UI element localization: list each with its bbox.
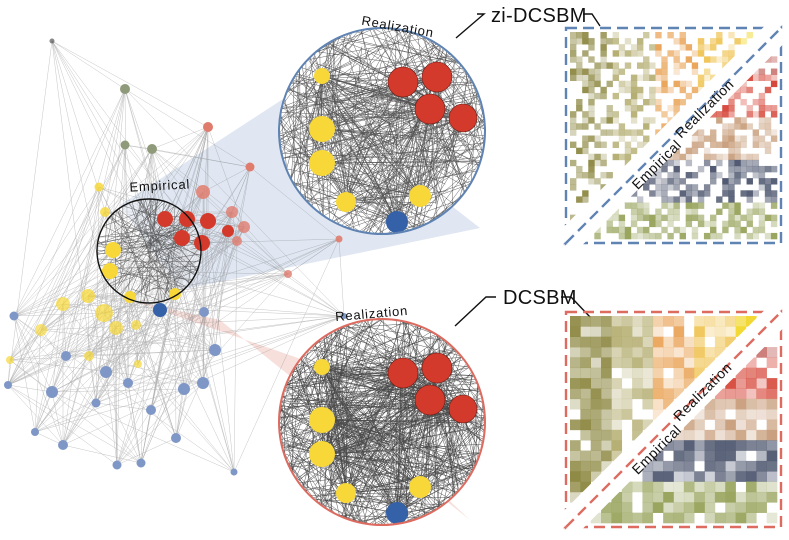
realization-node (309, 116, 335, 142)
leader-line-top-right (583, 13, 601, 27)
network-node (209, 344, 221, 356)
network-node (123, 378, 133, 388)
empirical-label: Empirical (129, 176, 190, 194)
network-node (226, 206, 238, 218)
leader-line-bottom (454, 296, 496, 327)
network-node (146, 405, 156, 415)
realization-node (336, 483, 356, 503)
realization-node (387, 357, 419, 389)
network-node (230, 468, 238, 476)
realization-node (414, 384, 446, 416)
leader-line-bottom-right (561, 296, 591, 318)
realization-node (309, 407, 335, 433)
network-node (84, 351, 94, 361)
network-node (178, 383, 190, 395)
network-node (232, 236, 242, 246)
network-node (131, 320, 141, 330)
network-node (203, 122, 213, 132)
network-node (120, 140, 130, 150)
realization-node (421, 61, 453, 93)
network-node (157, 211, 173, 227)
realization-node (336, 192, 356, 212)
network-node (120, 84, 130, 94)
network-node (196, 185, 210, 199)
network-node (102, 263, 118, 279)
network-node (174, 230, 190, 246)
network-node (200, 213, 216, 229)
realization-circle-top-frame (278, 27, 486, 235)
realization-node (409, 476, 431, 498)
realization-node (409, 185, 431, 207)
network-node (105, 242, 121, 258)
realization-node (421, 352, 453, 384)
network-node (46, 386, 58, 398)
network-node (9, 311, 19, 321)
empirical-circle-outline (96, 198, 202, 304)
realization-circle-top (278, 27, 486, 235)
network-node (199, 307, 209, 317)
realization-node (314, 359, 330, 375)
network-node (6, 356, 14, 364)
network-node (238, 221, 250, 233)
network-node (194, 235, 210, 251)
network-node (35, 324, 47, 336)
network-node (58, 440, 68, 450)
network-node (179, 211, 195, 227)
network-node (61, 351, 71, 361)
network-node (153, 303, 167, 317)
network-node (56, 297, 70, 311)
network-node (136, 458, 146, 468)
network-node (222, 225, 234, 237)
network-node (112, 460, 122, 470)
network-node (31, 428, 39, 436)
network-node (284, 270, 292, 278)
network-node (134, 360, 142, 368)
network-node (109, 321, 123, 335)
network-node (100, 207, 110, 217)
realization-node (448, 394, 478, 424)
realization-circle-bottom (278, 318, 486, 526)
network-node (100, 366, 112, 378)
network-node (335, 235, 343, 243)
realization-node (387, 66, 419, 98)
network-node (197, 377, 209, 389)
network-edges (7, 40, 345, 473)
realization-node (309, 441, 335, 467)
network-node (169, 288, 181, 300)
network-node (49, 38, 55, 44)
network-node (81, 289, 95, 303)
realization-node (414, 93, 446, 125)
realization-node (386, 211, 408, 233)
realization-node (386, 502, 408, 524)
realization-node (314, 68, 330, 84)
leader-line-top (455, 13, 486, 39)
realization-node (448, 103, 478, 133)
model-label-zi-dcsbm: zi-DCSBM (491, 5, 587, 27)
network-node (245, 162, 255, 172)
network-node (171, 433, 181, 443)
network-node (94, 182, 104, 192)
network-node (147, 144, 157, 154)
realization-node (309, 150, 335, 176)
adjacency-matrix-top: Realization Empirical (556, 18, 789, 253)
realization-label-bottom: Realization (335, 303, 409, 324)
network-node (95, 304, 113, 322)
network-nodes (4, 38, 347, 476)
network-node (91, 398, 101, 408)
network-node (341, 313, 347, 319)
adjacency-matrix-bottom: Realization Empirical (556, 302, 789, 537)
network-node (4, 381, 12, 389)
model-label-dcsbm: DCSBM (503, 287, 577, 309)
realization-circle-bottom-frame (278, 318, 486, 526)
